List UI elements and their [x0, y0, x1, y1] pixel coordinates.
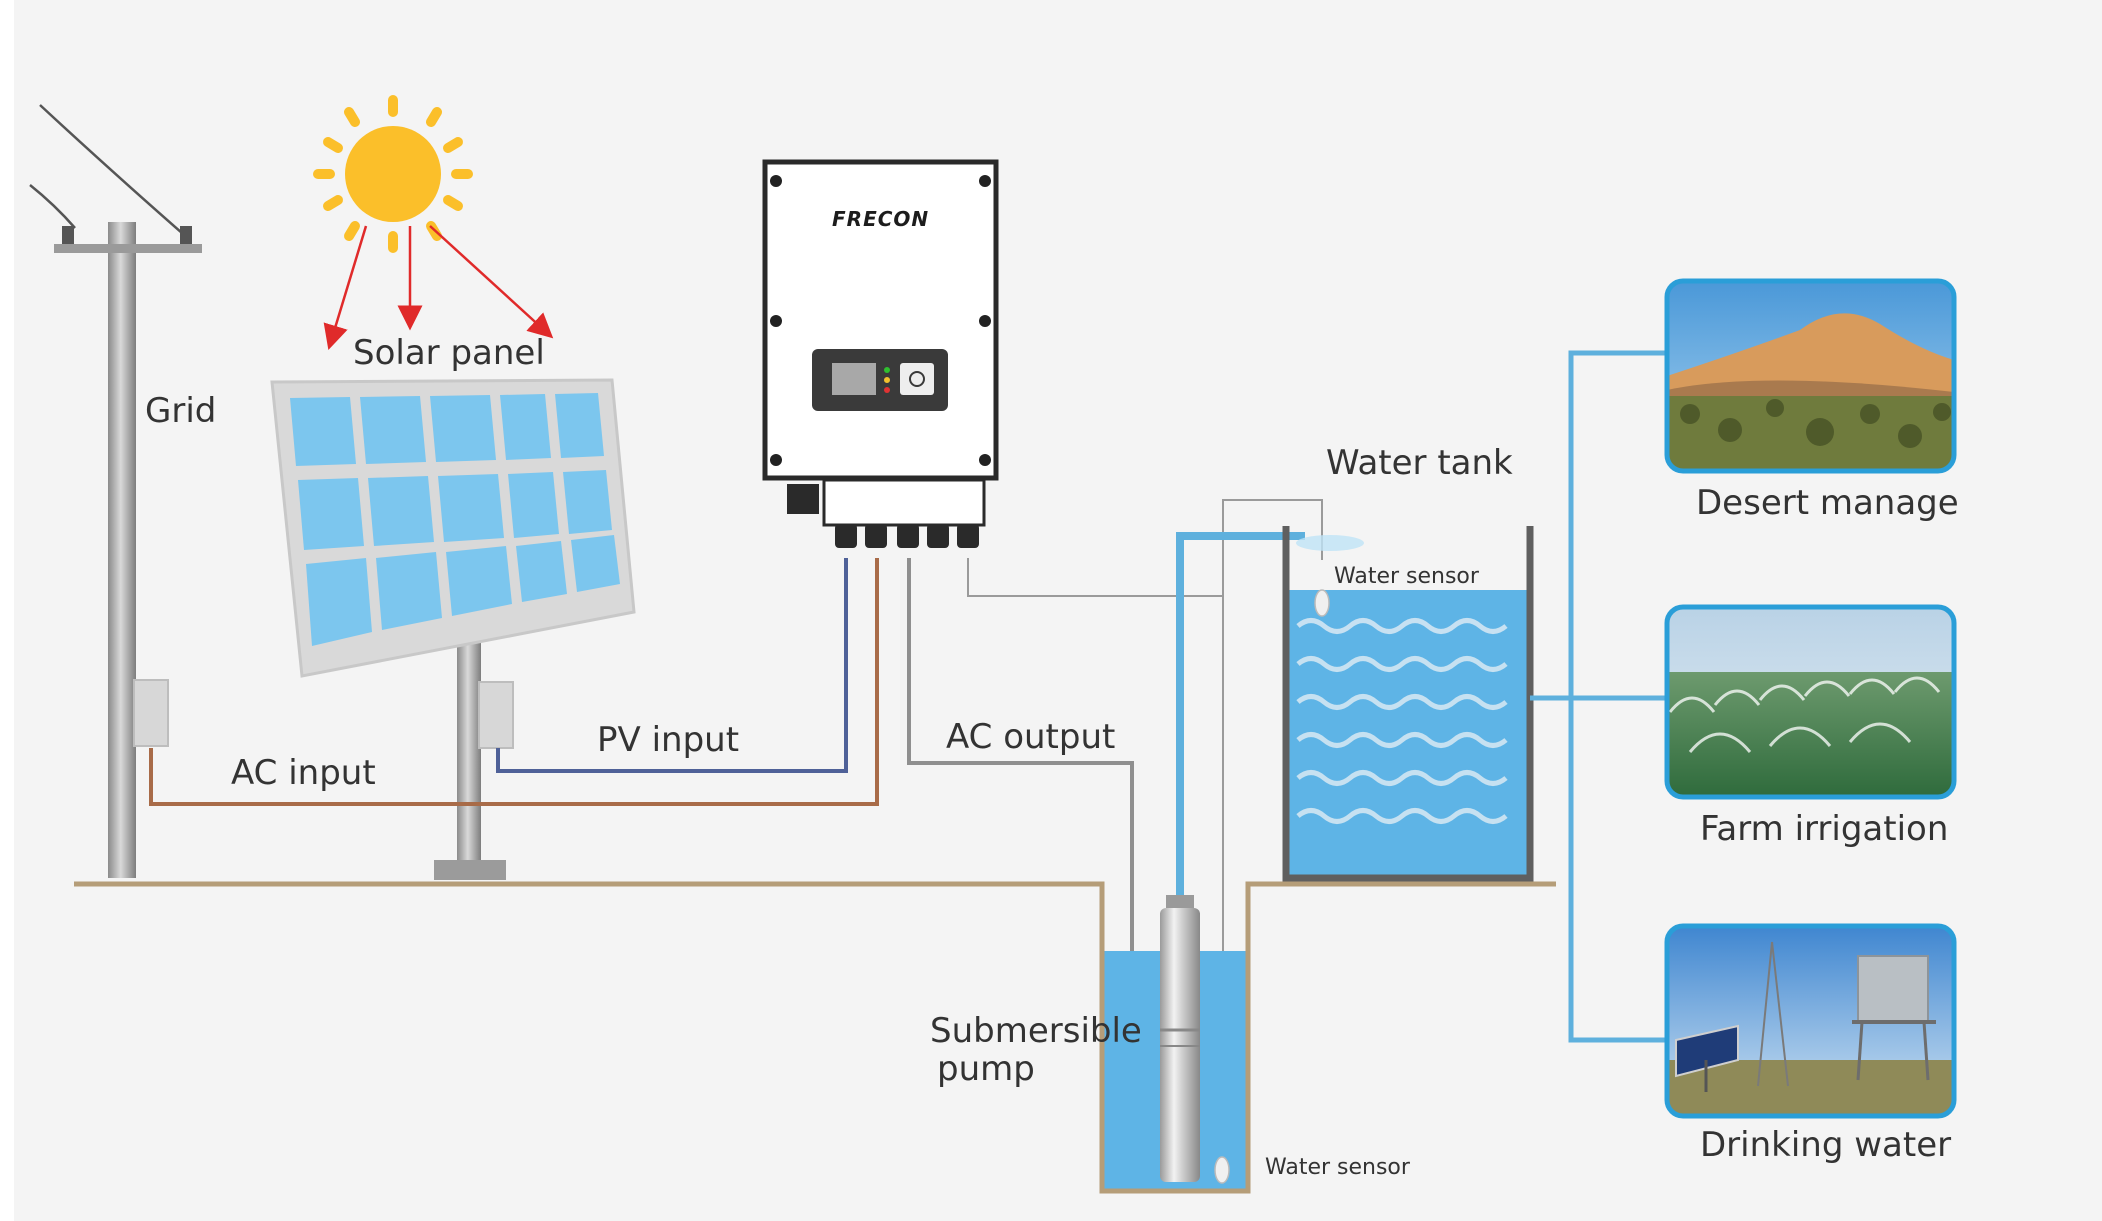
pv-input-cable [496, 558, 848, 773]
drinking-water-photo [1664, 923, 1957, 1119]
water-tank [1282, 526, 1534, 882]
solar-panel-stand [434, 640, 514, 880]
desert-photo [1664, 278, 1957, 474]
distribution-lines [1530, 350, 1667, 1043]
tank-water-sensor [1314, 589, 1330, 617]
grid-pole [29, 104, 202, 878]
inverter [762, 159, 999, 548]
submersible-pump [1160, 895, 1200, 1182]
well-water-sensor [1214, 1156, 1230, 1184]
ac-input-cable [149, 558, 879, 806]
drinking-water-label: Drinking water [1700, 1125, 1951, 1165]
farm-irrigation-photo [1664, 604, 1957, 800]
solar-panel [270, 378, 636, 678]
ac-output-label: AC output [946, 717, 1115, 757]
water-spray [1296, 535, 1364, 551]
grid-label: Grid [145, 391, 216, 431]
solar-panel-label: Solar panel [353, 333, 545, 373]
ac-output-cable [907, 558, 1134, 1102]
well-water-sensor-label: Water sensor [1265, 1155, 1411, 1180]
ground-line [74, 881, 1556, 1194]
ac-input-label: AC input [231, 753, 376, 793]
sun-icon [313, 95, 473, 253]
pump-label-line2: pump [937, 1049, 1035, 1089]
inverter-brand-logo: FRECON [832, 207, 929, 231]
desert-manage-label: Desert manage [1696, 483, 1959, 523]
water-pipe [1176, 532, 1305, 898]
tank-water-sensor-label: Water sensor [1334, 564, 1480, 589]
water-tank-label: Water tank [1326, 443, 1513, 483]
sun-rays-arrows [323, 225, 554, 350]
pv-input-label: PV input [597, 720, 739, 760]
farm-irrigation-label: Farm irrigation [1700, 809, 1948, 849]
pump-label-line1: Submersible [930, 1011, 1142, 1051]
